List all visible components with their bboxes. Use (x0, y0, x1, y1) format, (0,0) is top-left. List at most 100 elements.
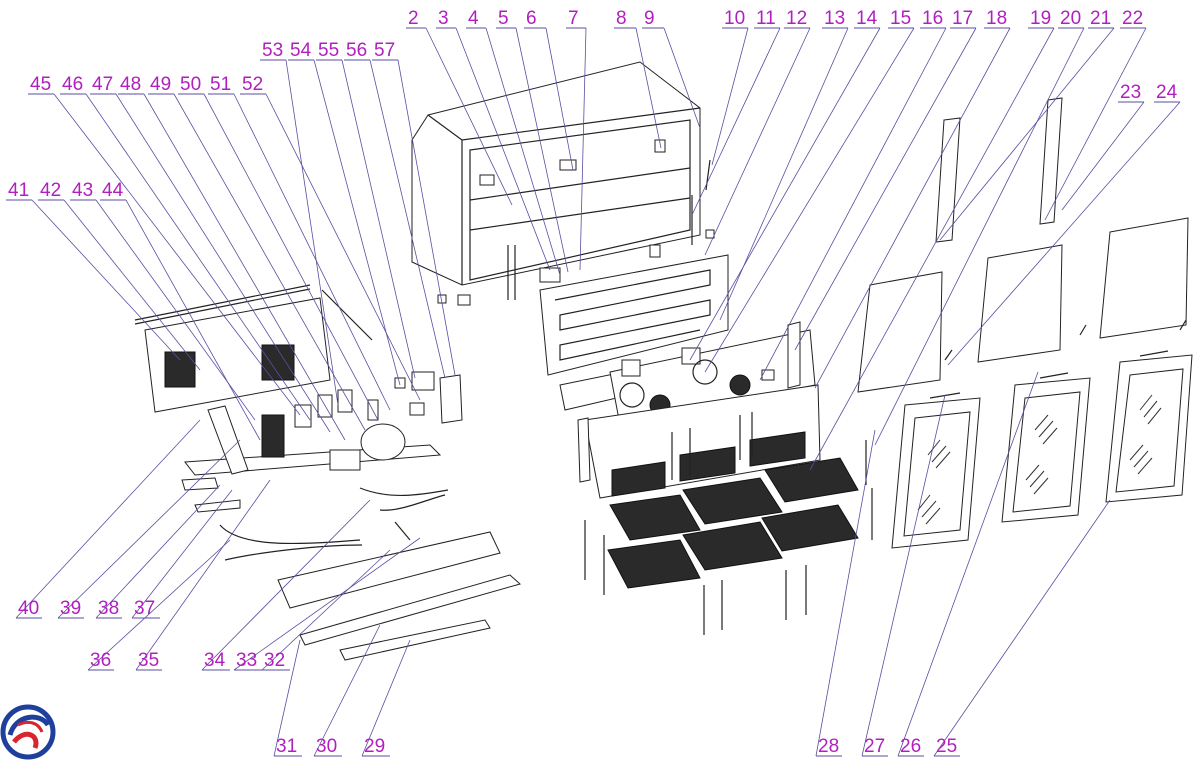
leader-line-19 (809, 27, 1055, 471)
callout-20: 20 (1060, 8, 1081, 29)
callout-39: 39 (60, 598, 81, 619)
leader-line-32 (261, 549, 391, 671)
leader-line-36 (87, 539, 231, 671)
leader-line-6 (545, 27, 574, 171)
callout-33: 33 (236, 650, 257, 671)
callout-7: 7 (568, 8, 579, 29)
callout-54: 54 (290, 40, 312, 61)
leader-line-8 (635, 27, 662, 149)
callout-48: 48 (120, 74, 141, 95)
leader-line-35 (135, 479, 271, 671)
leader-line-2 (425, 27, 513, 206)
leader-line-21 (939, 27, 1115, 241)
door-mullions (935, 97, 1063, 243)
leader-line-17 (794, 27, 977, 351)
callout-55: 55 (318, 40, 339, 61)
leader-line-31 (273, 639, 301, 757)
leader-line-40 (15, 419, 201, 619)
callout-27: 27 (864, 736, 885, 757)
leader-line-5 (515, 27, 569, 273)
leader-line-51 (233, 93, 391, 411)
callout-45: 45 (30, 74, 51, 95)
callout-34: 34 (204, 650, 226, 671)
shelf-brackets (584, 412, 873, 635)
callout-10: 10 (724, 8, 745, 29)
leader-line-7 (579, 27, 587, 271)
callout-28: 28 (818, 736, 839, 757)
leader-line-55 (341, 59, 416, 379)
glass-doors (891, 319, 1193, 549)
leader-line-37 (131, 489, 233, 619)
callout-29: 29 (364, 736, 385, 757)
leader-line-56 (369, 59, 446, 379)
leader-line-12 (704, 27, 811, 256)
callout-38: 38 (98, 598, 119, 619)
callout-6: 6 (526, 8, 537, 29)
leader-line-15 (704, 27, 915, 373)
callout-49: 49 (150, 74, 171, 95)
leader-line-48 (143, 93, 346, 441)
callout-5: 5 (498, 8, 509, 29)
leader-line-24 (947, 101, 1181, 366)
leader-line-53 (285, 59, 339, 406)
cabinet-body (411, 61, 715, 306)
callout-21: 21 (1090, 8, 1111, 29)
callout-23: 23 (1120, 82, 1141, 103)
callout-16: 16 (922, 8, 943, 29)
callout-3: 3 (438, 8, 449, 29)
leader-line-29 (361, 639, 411, 757)
leader-line-4 (485, 27, 561, 276)
leader-line-11 (691, 27, 781, 216)
callout-36: 36 (90, 650, 111, 671)
leader-line-23 (1061, 101, 1145, 211)
leader-line-28 (815, 429, 876, 757)
callout-19: 19 (1030, 8, 1051, 29)
callout-15: 15 (890, 8, 911, 29)
leader-line-44 (125, 199, 261, 441)
callout-17: 17 (952, 8, 973, 29)
leader-line-26 (897, 371, 1039, 757)
callout-18: 18 (986, 8, 1007, 29)
leader-line-22 (1044, 27, 1147, 221)
callout-40: 40 (18, 598, 39, 619)
callout-37: 37 (134, 598, 155, 619)
evaporator-coil (539, 254, 729, 376)
callout-57: 57 (374, 40, 395, 61)
callout-9: 9 (644, 8, 655, 29)
leader-line-13 (719, 27, 849, 321)
leader-line-9 (663, 27, 701, 129)
leader-line-38 (95, 484, 221, 619)
leader-line-57 (397, 59, 456, 376)
leader-line-16 (759, 27, 947, 381)
leader-line-39 (57, 439, 241, 619)
callout-24: 24 (1156, 82, 1178, 103)
callout-22: 22 (1122, 8, 1143, 29)
leader-line-50 (203, 93, 379, 421)
leader-line-10 (711, 27, 749, 166)
callout-14: 14 (856, 8, 878, 29)
callout-30: 30 (316, 736, 337, 757)
leader-line-20 (874, 27, 1085, 446)
callout-35: 35 (138, 650, 159, 671)
leader-lines (6, 27, 1181, 757)
solid-door-panels (857, 217, 1189, 393)
leader-line-45 (53, 93, 301, 416)
callout-2: 2 (408, 8, 419, 29)
leader-line-52 (265, 93, 421, 401)
condensing-unit (134, 284, 463, 513)
callout-8: 8 (616, 8, 627, 29)
callout-47: 47 (92, 74, 113, 95)
leader-line-34 (201, 499, 371, 671)
leader-line-18 (814, 27, 1011, 389)
callout-25: 25 (936, 736, 957, 757)
callout-56: 56 (346, 40, 367, 61)
callout-11: 11 (756, 8, 776, 29)
leader-line-42 (63, 199, 201, 371)
harnesses-and-base (219, 487, 522, 661)
leader-line-41 (31, 199, 181, 361)
callout-53: 53 (262, 40, 283, 61)
leader-line-25 (933, 499, 1111, 757)
leader-line-54 (313, 59, 401, 386)
